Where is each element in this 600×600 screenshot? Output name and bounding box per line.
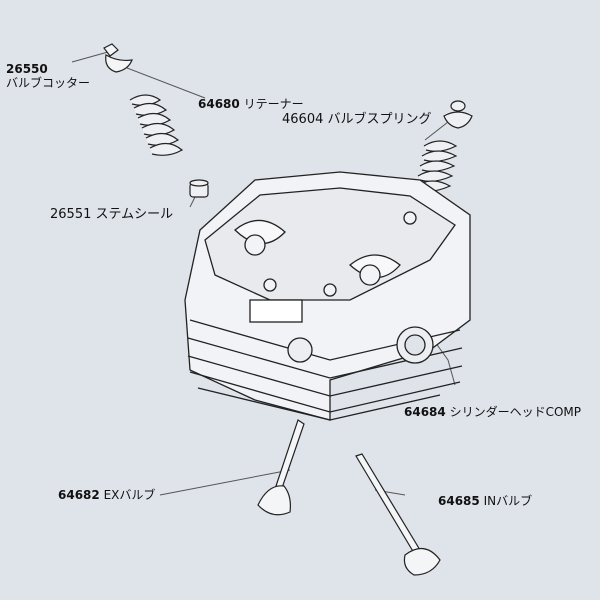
leader-lines	[71, 51, 456, 496]
valve-spring-left	[129, 94, 184, 156]
part-number: 64680	[198, 97, 240, 111]
part-name: リテーナー	[243, 97, 304, 111]
label-stem-seal: 26551 ステムシール	[50, 208, 173, 222]
part-number: 46604	[282, 112, 324, 127]
label-valve-spring: 46604 バルブスプリング	[282, 113, 432, 127]
part-number: 64685	[438, 494, 480, 508]
label-cylinder-head: 64684 シリンダーヘッドCOMP	[404, 405, 581, 419]
part-name: バルブスプリング	[327, 112, 432, 127]
part-name: バルブコッター	[6, 76, 91, 90]
ex-valve-part	[257, 419, 305, 516]
part-number: 64684	[404, 405, 446, 419]
label-valve-cotter: 26550 バルブコッター	[6, 62, 90, 90]
part-number: 64682	[58, 488, 100, 502]
part-name: シリンダーヘッドCOMP	[449, 405, 581, 419]
in-valve-part	[355, 453, 441, 576]
part-number: 26551	[50, 207, 92, 222]
part-name: ステムシール	[95, 207, 174, 222]
stem-seal-part	[189, 179, 209, 198]
part-name: INバルブ	[483, 494, 533, 508]
label-ex-valve: 64682 EXバルブ	[58, 488, 155, 502]
valve-cotter-part	[103, 43, 133, 73]
part-name: EXバルブ	[103, 488, 156, 502]
label-retainer: 64680 リテーナー	[198, 97, 304, 111]
cylinder-head-part	[184, 171, 471, 421]
label-in-valve: 64685 INバルブ	[438, 494, 532, 508]
part-number: 26550	[6, 62, 48, 76]
